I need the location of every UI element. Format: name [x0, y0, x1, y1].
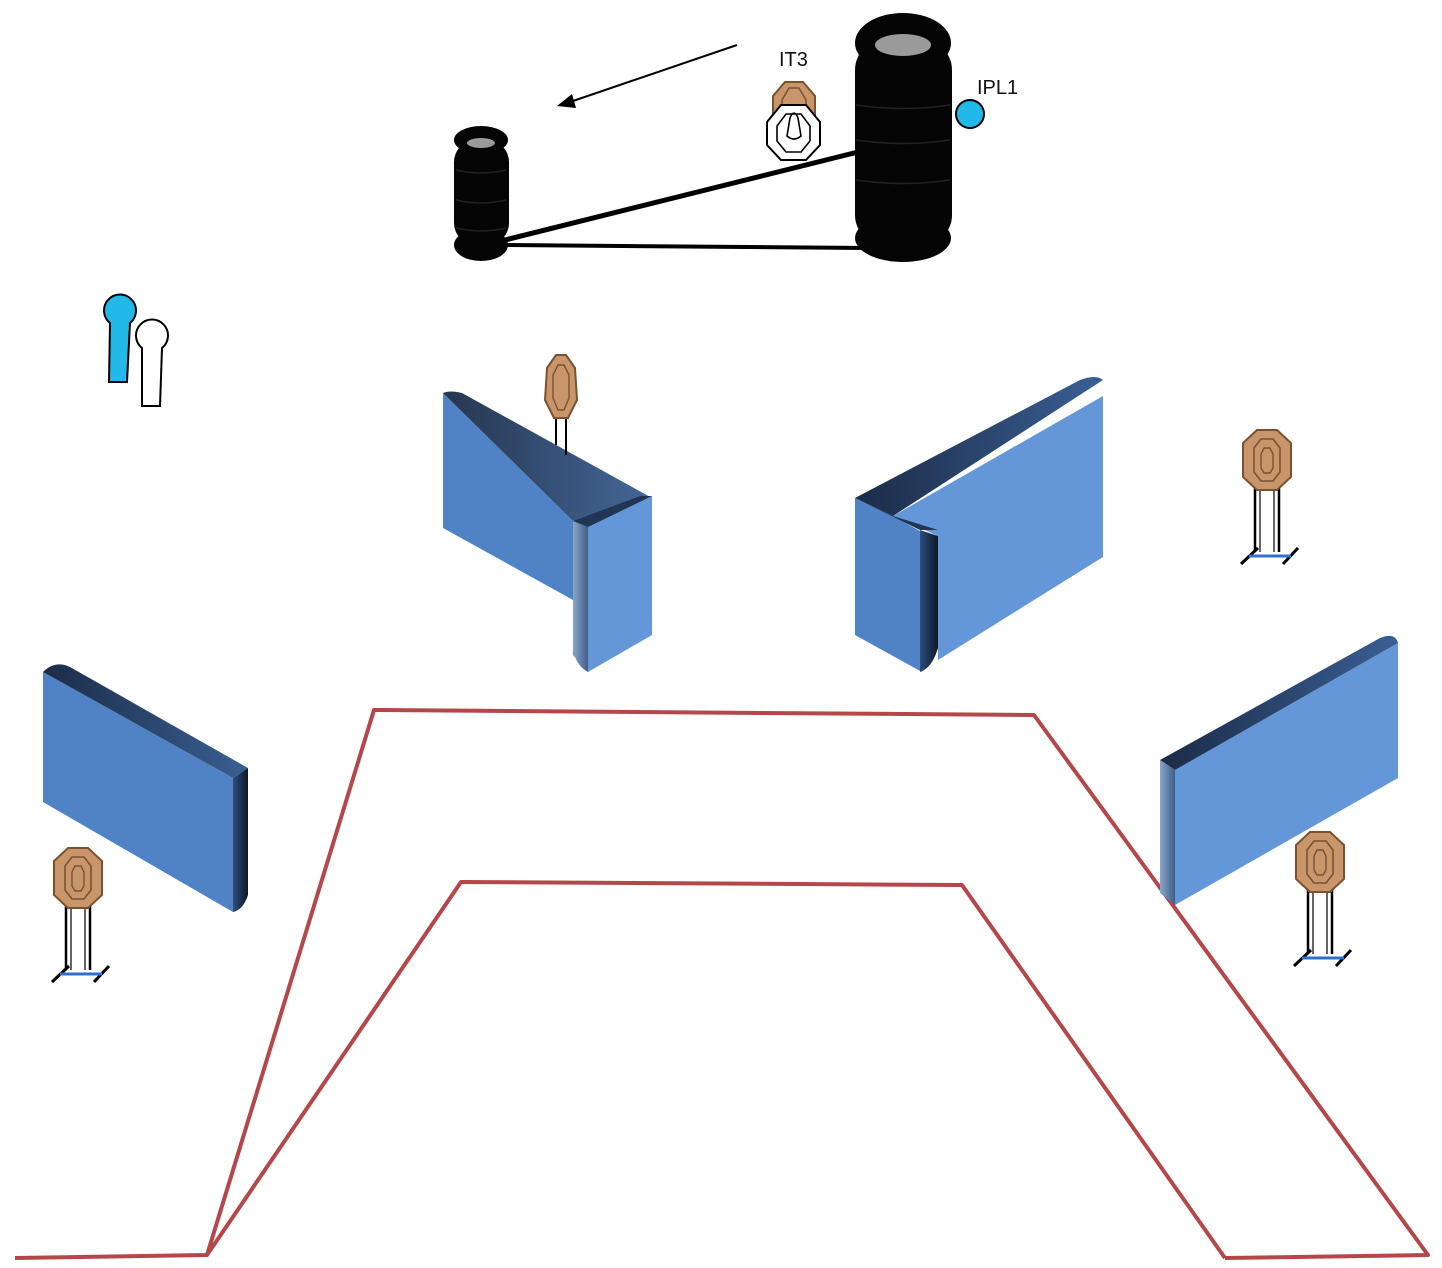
popper-blue-icon: [103, 293, 137, 383]
wall-top-right: [855, 377, 1103, 672]
steel-popper-icon: [955, 99, 985, 129]
no-shoot-target-icon: [766, 81, 821, 161]
wall-top-left: [443, 391, 652, 672]
wall-left: [43, 664, 248, 912]
barrel-lines: [504, 149, 869, 250]
target-stand-left: [50, 846, 111, 984]
movement-arrow-icon: [557, 44, 738, 108]
fault-line-outer: [14, 708, 1430, 1260]
target-stand-right-upper: [1239, 428, 1300, 566]
label-it3: IT3: [779, 49, 808, 71]
wall-right: [1160, 635, 1398, 905]
tire-barrel-stack-small: [454, 126, 509, 261]
tire-barrel-stack-large: [855, 13, 952, 262]
target-stand-right-lower: [1292, 830, 1353, 968]
label-ipl1: IPL1: [977, 77, 1018, 99]
popper-white-icon: [135, 318, 169, 407]
fault-line-inner: [205, 880, 1227, 1260]
target-behind-wall: [543, 354, 579, 455]
